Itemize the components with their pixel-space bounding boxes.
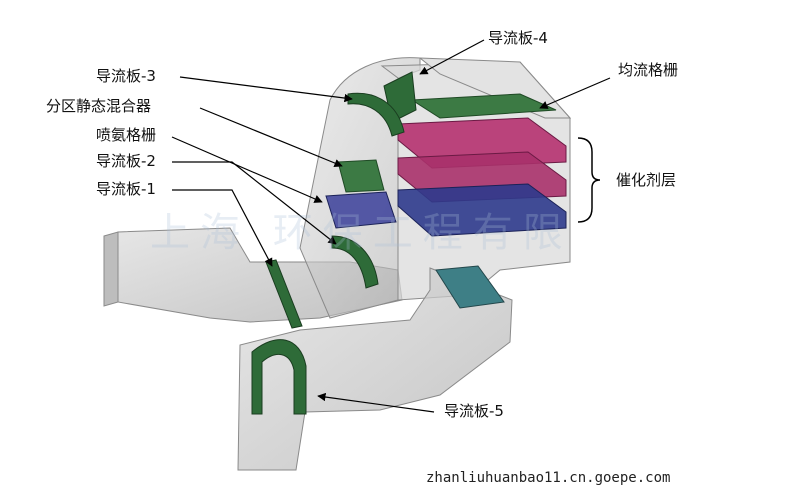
hopper-plate (435, 265, 505, 309)
outlet-duct (237, 267, 513, 471)
guide-plate-3-shape (347, 92, 405, 137)
label-guide-plate-1: 导流板-1 (96, 180, 156, 198)
leader-guide-plate-4 (419, 39, 485, 75)
watermark-text: 上海 环保工程有限 (150, 210, 573, 256)
catalyst-layer-3 (397, 183, 567, 237)
label-guide-plate-4: 导流板-4 (488, 29, 548, 47)
guide-plate-2-shape (331, 235, 379, 289)
label-static-mixer: 分区静态混合器 (46, 97, 152, 115)
label-guide-plate-2: 导流板-2 (96, 152, 156, 170)
guide-plate-5-shape (251, 339, 307, 415)
label-flow-grid: 均流格栅 (618, 61, 679, 79)
catalyst-bracket (577, 137, 601, 223)
label-catalyst-layer: 催化剂层 (616, 171, 677, 189)
label-guide-plate-3: 导流板-3 (96, 67, 156, 85)
ammonia-grid-plate (325, 191, 397, 229)
flow-equalizing-grid (410, 93, 557, 119)
label-guide-plate-5: 导流板-5 (444, 402, 504, 420)
leader-ammonia-grid (171, 136, 323, 203)
leader-guide-plate-2 (172, 161, 337, 245)
leader-guide-plate-3 (179, 76, 353, 103)
static-mixer-shape (337, 159, 385, 193)
guide-plate-1-shape (265, 259, 303, 329)
inlet-mouth (103, 231, 119, 307)
leader-flow-grid (539, 77, 611, 109)
source-url: zhanliuhuanbao11.cn.goepe.com (426, 470, 671, 486)
leader-guide-plate-1 (172, 189, 273, 267)
leader-guide-plate-5 (317, 392, 435, 413)
label-ammonia-grid: 喷氨格栅 (96, 126, 157, 144)
leader-static-mixer (199, 107, 343, 168)
